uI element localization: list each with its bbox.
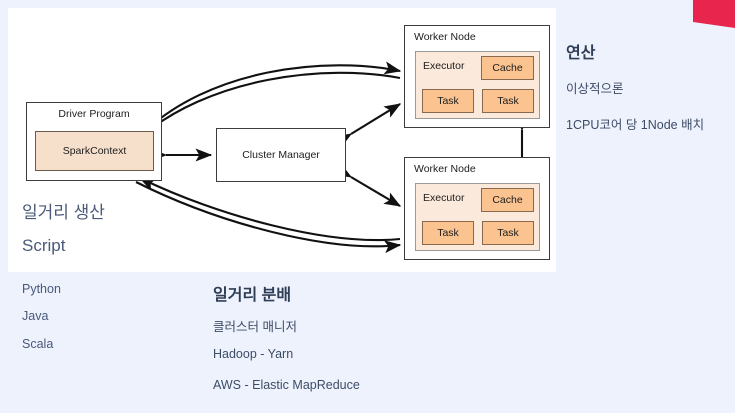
worker-node-1-box: Worker Node Executor Cache Task Task	[404, 25, 550, 128]
worker-node-2-executor-label: Executor	[423, 192, 465, 204]
worker-node-2-cache-cell: Cache	[481, 188, 534, 212]
driver-program-title: Driver Program	[58, 108, 130, 120]
worker-node-1-task-cell-2: Task	[482, 89, 534, 113]
worker-node-2-box: Worker Node Executor Cache Task Task	[404, 157, 550, 260]
cluster-manager-box: Cluster Manager	[216, 128, 346, 182]
spark-context-box: SparkContext	[35, 131, 154, 171]
right-column-heading: 연산	[566, 45, 596, 62]
worker-node-1-title: Worker Node	[414, 31, 476, 43]
language-item-python: Python	[22, 282, 61, 296]
worker-node-2-task-cell-2: Task	[482, 221, 534, 245]
worker-node-2-executor-box: Executor Cache Task Task	[415, 183, 540, 251]
computation-item-1: 1CPU코어 당 1Node 배치	[566, 118, 705, 132]
left-column-heading: 일거리 생산	[22, 203, 105, 222]
computation-item-0: 이상적으론	[566, 82, 624, 96]
spark-context-label: SparkContext	[62, 144, 127, 157]
worker-node-1-task-cell-1: Task	[422, 89, 474, 113]
language-item-scala: Scala	[22, 337, 54, 351]
distribution-item-2: AWS - Elastic MapReduce	[213, 378, 360, 392]
spark-architecture-diagram: Driver Program SparkContext Cluster Mana…	[8, 8, 556, 272]
worker-node-1-executor-label: Executor	[423, 60, 465, 72]
language-item-java: Java	[22, 309, 49, 323]
distribution-item-0: 클러스터 매니저	[213, 320, 297, 334]
worker-node-2-title: Worker Node	[414, 163, 476, 175]
driver-program-box: Driver Program SparkContext	[26, 102, 162, 181]
corner-flag-decoration	[640, 0, 735, 34]
middle-column-heading: 일거리 분배	[213, 287, 292, 304]
worker-node-1-cache-cell: Cache	[481, 56, 534, 80]
cluster-manager-label: Cluster Manager	[242, 148, 320, 161]
distribution-item-1: Hadoop - Yarn	[213, 347, 294, 361]
left-column-subheading: Script	[22, 236, 66, 255]
worker-node-1-executor-box: Executor Cache Task Task	[415, 51, 540, 119]
worker-node-2-task-cell-1: Task	[422, 221, 474, 245]
